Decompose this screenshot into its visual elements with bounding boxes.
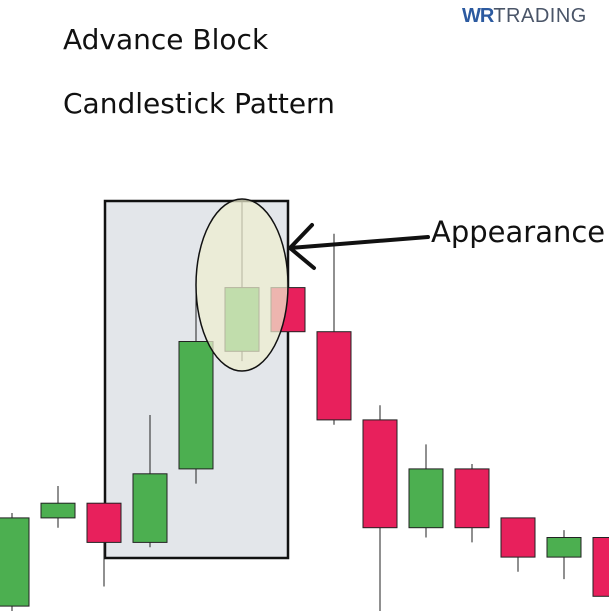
candle-body	[408, 468, 444, 529]
candle-body	[132, 473, 168, 543]
candle-11-bearish	[454, 464, 490, 543]
candle-10-bullish	[408, 444, 444, 538]
candle-body	[362, 419, 398, 529]
candle-body	[40, 502, 76, 519]
logo-text: TRADING	[493, 5, 587, 27]
candle-1-bullish	[0, 513, 30, 611]
title-line-1: Advance Block	[63, 23, 269, 56]
candle-4-bullish	[132, 415, 168, 548]
candle-body	[86, 502, 122, 543]
candle-2-bullish	[40, 486, 76, 528]
candle-body	[500, 517, 536, 558]
candle-body	[454, 468, 490, 529]
candle-14-bearish	[592, 537, 609, 597]
arrow-head	[288, 223, 316, 270]
candle-body	[592, 537, 609, 597]
annotation-arrow	[288, 223, 430, 270]
candle-9-bearish	[362, 405, 398, 611]
arrow-shaft	[288, 235, 430, 250]
candle-3-bearish	[86, 502, 122, 587]
candle-body	[178, 341, 214, 470]
wr-trading-logo: WRTRADING	[462, 5, 587, 28]
candle-13-bullish	[546, 530, 582, 580]
logo-mark: WR	[462, 5, 494, 27]
candle-body	[546, 537, 582, 558]
candle-5-bullish	[178, 287, 214, 484]
candle-body	[316, 331, 352, 421]
candle-8-bearish	[316, 233, 352, 425]
candle-12-bearish	[500, 517, 536, 572]
appearance-label: Appearance	[431, 215, 606, 249]
title-line-2: Candlestick Pattern	[63, 87, 335, 120]
appearance-ellipse	[195, 198, 289, 372]
candle-body	[0, 517, 30, 607]
